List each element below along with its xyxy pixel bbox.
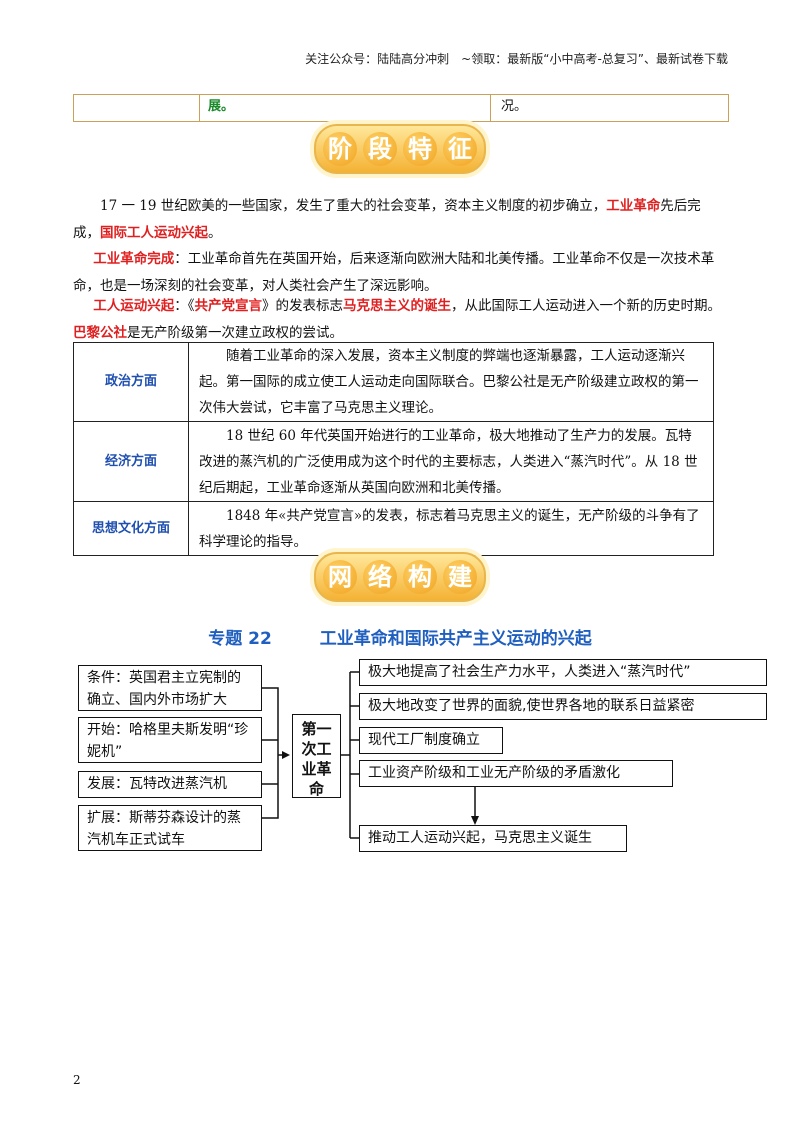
text: 是无产阶级第一次建立政权的尝试。 xyxy=(127,325,343,341)
section-banner-network: 网 络 构 建 xyxy=(314,552,486,602)
banner-char: 征 xyxy=(443,132,477,166)
topic-number: 专题 22 xyxy=(208,629,272,649)
diagram-start-box: 开始：哈格里夫斯发明“珍妮机” xyxy=(78,717,262,763)
diagram-expansion-box: 扩展：斯蒂芬森设计的蒸汽机车正式试车 xyxy=(78,805,262,851)
highlight: 马克思主义的诞生 xyxy=(343,298,451,314)
table-row: 政治方面 随着工业革命的深入发展，资本主义制度的弊端也逐渐暴露，工人运动逐渐兴起… xyxy=(73,342,714,422)
text: 。 xyxy=(208,225,222,241)
aspects-table: 政治方面 随着工业革命的深入发展，资本主义制度的弊端也逐渐暴露，工人运动逐渐兴起… xyxy=(73,342,714,556)
text: ：工业革命首先在英国开始，后来逐渐向欧洲大陆和北美传播。工业革命不仅是一次技术革… xyxy=(73,251,715,294)
text: ：《 xyxy=(174,298,195,314)
aspect-text: 随着工业革命的深入发展，资本主义制度的弊端也逐渐暴露，工人运动逐渐兴起。第一国际… xyxy=(188,342,714,422)
topic-title: 专题 22 工业革命和国际共产主义运动的兴起 xyxy=(0,624,800,649)
page-header: 关注公众号：陆陆高分冲刺 ~领取：最新版“小中高考-总复习”、最新试卷下载 xyxy=(305,52,728,66)
continued-cell: 展。 xyxy=(200,95,491,121)
highlight: 国际工人运动兴起 xyxy=(100,225,208,241)
highlight: 工业革命 xyxy=(606,198,661,214)
table-continuation-row: 展。 况。 xyxy=(73,94,729,122)
aspect-key: 经济方面 xyxy=(73,421,189,502)
banner-char: 阶 xyxy=(323,132,357,166)
diagram-effect-box: 现代工厂制度确立 xyxy=(359,727,503,754)
workers-movement-paragraph: 工人运动兴起：《共产党宣言》的发表标志马克思主义的诞生，从此国际工人运动进入一个… xyxy=(73,293,727,347)
aspect-key: 思想文化方面 xyxy=(73,501,189,556)
diagram-effect-box: 推动工人运动兴起，马克思主义诞生 xyxy=(359,825,627,852)
section-banner-stage-features: 阶 段 特 征 xyxy=(314,124,486,174)
table-row: 经济方面 18 世纪 60 年代英国开始进行的工业革命，极大地推动了生产力的发展… xyxy=(73,421,714,502)
highlight: 工业革命完成 xyxy=(93,251,175,267)
diagram-center-box: 第一次工业革命 xyxy=(292,714,341,798)
diagram-effect-box: 极大地改变了世界的面貌,使世界各地的联系日益紧密 xyxy=(359,693,767,720)
aspect-text: 1848 年«共产党宣言»的发表，标志着马克思主义的诞生，无产阶级的斗争有了科学… xyxy=(188,501,714,556)
aspect-key: 政治方面 xyxy=(73,342,189,422)
industrial-revolution-paragraph: 工业革命完成：工业革命首先在英国开始，后来逐渐向欧洲大陆和北美传播。工业革命不仅… xyxy=(73,246,727,300)
highlight: 共产党宣言 xyxy=(194,298,263,314)
aspect-text: 18 世纪 60 年代英国开始进行的工业革命，极大地推动了生产力的发展。瓦特改进… xyxy=(188,421,714,502)
table-row: 思想文化方面 1848 年«共产党宣言»的发表，标志着马克思主义的诞生，无产阶级… xyxy=(73,501,714,556)
banner-char: 构 xyxy=(403,560,437,594)
highlight: 工人运动兴起 xyxy=(93,298,175,314)
diagram-effect-box: 工业资产阶级和工业无产阶级的矛盾激化 xyxy=(359,760,673,787)
continued-cell: 况。 xyxy=(501,99,528,114)
text: ，从此国际工人运动进入一个新的历史时期。 xyxy=(451,298,721,314)
banner-char: 段 xyxy=(363,132,397,166)
diagram-condition-box: 条件：英国君主立宪制的确立、国内外市场扩大 xyxy=(78,665,262,711)
diagram-effect-box: 极大地提高了社会生产力水平，人类进入“蒸汽时代” xyxy=(359,659,767,686)
highlight: 巴黎公社 xyxy=(73,325,127,341)
page-number: 2 xyxy=(73,1073,81,1087)
text: 17 一 19 世纪欧美的一些国家，发生了重大的社会变革，资本主义制度的初步确立… xyxy=(100,198,607,214)
banner-char: 络 xyxy=(363,560,397,594)
banner-char: 特 xyxy=(403,132,437,166)
banner-char: 网 xyxy=(323,560,357,594)
empty-cell xyxy=(74,95,200,121)
topic-name: 工业革命和国际共产主义运动的兴起 xyxy=(319,629,592,649)
intro-paragraph: 17 一 19 世纪欧美的一些国家，发生了重大的社会变革，资本主义制度的初步确立… xyxy=(73,193,727,247)
banner-char: 建 xyxy=(443,560,477,594)
text: 》的发表标志 xyxy=(262,298,343,314)
diagram-development-box: 发展：瓦特改进蒸汽机 xyxy=(78,771,262,798)
text: 先后完成， xyxy=(73,198,701,241)
